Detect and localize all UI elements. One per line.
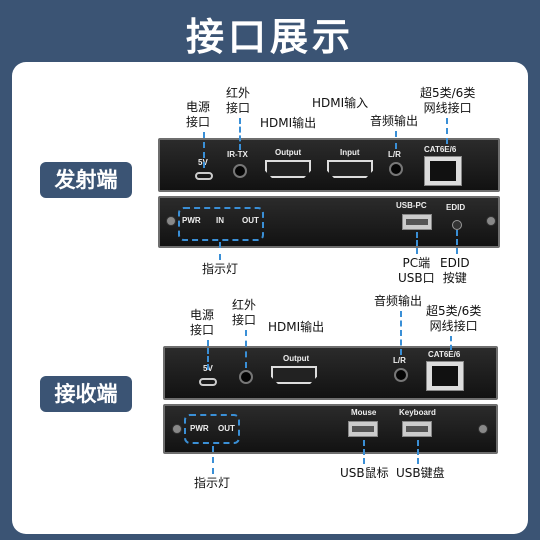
- rx-ir-jack: [239, 370, 253, 384]
- tx-usbc-power-port: [195, 172, 213, 180]
- tx-hdmi-out-label: HDMI输出: [260, 116, 317, 130]
- tx-screw-right: [486, 216, 496, 226]
- tx-usb-pc-port: [402, 214, 432, 230]
- tx-port-edid-label: EDID: [446, 203, 466, 212]
- receiver-back-panel: [163, 404, 498, 454]
- tx-port-input-label: Input: [340, 148, 360, 157]
- transmitter-tag: 发射端: [40, 162, 132, 198]
- rx-audio-jack: [394, 368, 408, 382]
- rx-ir-label: 红外接口: [232, 298, 257, 327]
- tx-indicator-callout-box: [178, 207, 264, 241]
- tx-port-5v-label: 5V: [198, 158, 208, 167]
- tx-hdmi-output-port: [265, 160, 311, 178]
- rx-port-output-label: Output: [283, 354, 310, 363]
- tx-edid-leader: [456, 230, 458, 254]
- rx-led-pwr: PWR: [190, 424, 209, 433]
- tx-indicator-label: 指示灯: [202, 262, 239, 276]
- rx-hdmi-output-port: [271, 366, 317, 384]
- rx-led-out: OUT: [218, 424, 235, 433]
- rx-usb-keyboard-label: USB键盘: [396, 466, 445, 480]
- tx-port-lr-label: L/R: [388, 150, 401, 159]
- tx-power-label: 电源接口: [186, 100, 211, 129]
- rx-network-leader: [450, 336, 452, 350]
- rx-port-lr-label: L/R: [393, 356, 406, 365]
- rx-usb-mouse-label: USB鼠标: [340, 466, 389, 480]
- tx-audio-jack: [389, 162, 403, 176]
- rx-port-cat-label: CAT6E/6: [428, 350, 461, 359]
- rx-hdmi-out-label: HDMI输出: [268, 320, 325, 334]
- tx-network-leader: [446, 118, 448, 144]
- tx-rj45-port: [424, 156, 462, 186]
- rx-screw-left: [172, 424, 182, 434]
- interface-card: [12, 62, 528, 534]
- tx-port-cat-label: CAT6E/6: [424, 145, 457, 154]
- tx-led-pwr: PWR: [182, 216, 201, 225]
- rx-indicator-callout-box: [184, 414, 240, 444]
- rx-rj45-port: [426, 361, 464, 391]
- tx-port-usbpc-label: USB-PC: [396, 201, 427, 210]
- tx-led-in: IN: [216, 216, 224, 225]
- receiver-tag: 接收端: [40, 376, 132, 412]
- tx-port-irtx-label: IR-TX: [227, 150, 248, 159]
- page-title: 接口展示: [185, 15, 354, 59]
- tx-port-output-label: Output: [275, 148, 302, 157]
- tx-pc-usb-leader: [416, 232, 418, 254]
- tx-power-leader: [203, 132, 205, 168]
- rx-keyboard-leader: [417, 440, 419, 464]
- rx-ir-leader: [245, 330, 247, 368]
- tx-screw-left: [166, 216, 176, 226]
- rx-power-label: 电源接口: [190, 308, 215, 337]
- rx-screw-right: [478, 424, 488, 434]
- rx-mouse-leader: [363, 440, 365, 464]
- rx-audio-leader: [400, 311, 402, 355]
- rx-indicator-leader: [212, 446, 214, 474]
- tx-audio-leader: [395, 131, 397, 149]
- rx-audio-label: 音频输出: [374, 294, 423, 308]
- tx-ir-label: 红外接口: [226, 86, 251, 115]
- tx-audio-label: 音频输出: [370, 114, 419, 128]
- tx-edid-button: [452, 220, 462, 230]
- rx-usb-mouse-port: [348, 421, 378, 437]
- rx-port-keyboard-label: Keyboard: [399, 408, 436, 417]
- rx-port-mouse-label: Mouse: [351, 408, 377, 417]
- tx-hdmi-input-port: [327, 160, 373, 178]
- tx-ir-jack: [233, 164, 247, 178]
- tx-ir-leader: [239, 118, 241, 150]
- rx-network-label: 超5类/6类网线接口: [426, 304, 482, 333]
- rx-indicator-label: 指示灯: [194, 476, 231, 490]
- rx-usb-keyboard-port: [402, 421, 432, 437]
- tx-indicator-leader: [219, 242, 221, 260]
- rx-power-leader: [207, 340, 209, 370]
- tx-network-label: 超5类/6类网线接口: [420, 86, 476, 115]
- tx-led-out: OUT: [242, 216, 259, 225]
- tx-hdmi-in-label: HDMI输入: [312, 96, 369, 110]
- rx-usbc-power-port: [199, 378, 217, 386]
